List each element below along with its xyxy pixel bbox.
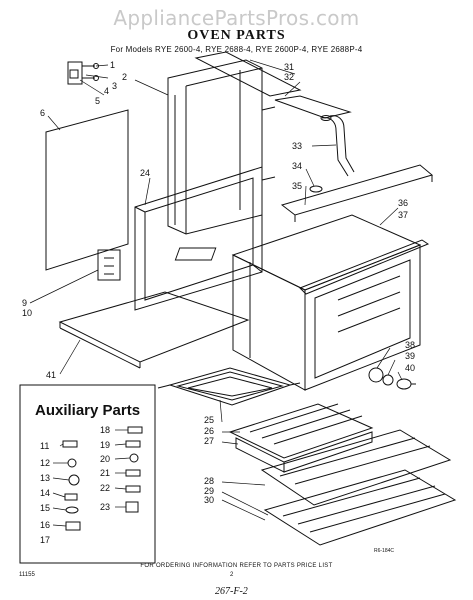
watermark: AppliancePartsPros.com bbox=[113, 6, 360, 30]
callout-26: 26 bbox=[204, 426, 214, 436]
callout-3: 3 bbox=[112, 81, 117, 91]
footer-code: 11155 bbox=[19, 572, 35, 578]
top-bracket-assembly bbox=[67, 61, 99, 85]
bake-element bbox=[157, 367, 301, 406]
callout-30: 30 bbox=[204, 495, 214, 505]
side-panel bbox=[45, 109, 129, 271]
callout-35: 35 bbox=[292, 181, 302, 191]
callout-28: 28 bbox=[204, 476, 214, 486]
callout-24: 24 bbox=[140, 168, 150, 178]
top-rails bbox=[194, 51, 352, 119]
aux-callout-16: 16 bbox=[40, 520, 50, 530]
oven-rack-lower bbox=[263, 469, 457, 546]
broiler-pan bbox=[228, 403, 374, 473]
callout-33: 33 bbox=[292, 141, 302, 151]
hinge-bracket bbox=[97, 249, 121, 281]
callout-41: 41 bbox=[46, 370, 56, 380]
callout-1: 1 bbox=[110, 60, 115, 70]
aux-callout-17: 17 bbox=[40, 535, 50, 545]
rear-panel bbox=[167, 59, 276, 235]
door-gasket bbox=[299, 239, 430, 295]
aux-callout-21: 21 bbox=[100, 468, 110, 478]
callout-6: 6 bbox=[40, 108, 45, 118]
aux-callout-19: 19 bbox=[100, 440, 110, 450]
callout-10: 10 bbox=[22, 308, 32, 318]
oven-rack-upper bbox=[260, 429, 452, 506]
callout-27: 27 bbox=[204, 436, 214, 446]
callout-25: 25 bbox=[204, 415, 214, 425]
ordering-note: FOR ORDERING INFORMATION REFER TO PARTS … bbox=[140, 563, 333, 569]
callout-9: 9 bbox=[22, 298, 27, 308]
auxiliary-parts-title: Auxiliary Parts bbox=[35, 402, 141, 419]
aux-callout-15: 15 bbox=[40, 503, 50, 513]
callout-39: 39 bbox=[405, 351, 415, 361]
callout-38: 38 bbox=[405, 340, 415, 350]
aux-callout-12: 12 bbox=[40, 458, 50, 468]
callout-37: 37 bbox=[398, 210, 408, 220]
model-subtitle: For Models RYE 2600-4, RYE 2688-4, RYE 2… bbox=[110, 45, 363, 54]
aux-callout-13: 13 bbox=[40, 473, 50, 483]
aux-callout-20: 20 bbox=[100, 454, 110, 464]
door-frame bbox=[134, 166, 263, 311]
bottom-panel bbox=[58, 291, 250, 369]
aux-callout-18: 18 bbox=[100, 425, 110, 435]
aux-callout-23: 23 bbox=[100, 502, 110, 512]
callout-5: 5 bbox=[95, 96, 100, 106]
drawing-code: R6-184C bbox=[374, 548, 395, 554]
callout-34: 34 bbox=[292, 161, 302, 171]
page-number: 2 bbox=[230, 572, 234, 578]
aux-callout-22: 22 bbox=[100, 483, 110, 493]
callout-40: 40 bbox=[405, 363, 415, 373]
grommet bbox=[309, 185, 323, 193]
handwritten-note: 267-F-2 bbox=[215, 586, 248, 597]
callout-31: 31 bbox=[284, 62, 294, 72]
callout-29: 29 bbox=[204, 486, 214, 496]
oven-cavity bbox=[174, 214, 422, 391]
callout-36: 36 bbox=[398, 198, 408, 208]
aux-callout-14: 14 bbox=[40, 488, 50, 498]
callout-32: 32 bbox=[284, 72, 294, 82]
callout-2: 2 bbox=[122, 72, 127, 82]
callout-labels: 1 2 3 4 5 6 9 10 24 31 32 33 34 35 36 37… bbox=[22, 60, 415, 545]
top-support-rail bbox=[280, 164, 434, 222]
callout-4: 4 bbox=[104, 86, 109, 96]
vent-tube bbox=[320, 115, 355, 177]
auxiliary-parts-box bbox=[19, 384, 156, 564]
aux-callout-11: 11 bbox=[40, 441, 49, 451]
diagram-title: OVEN PARTS bbox=[187, 28, 286, 43]
leader-lines bbox=[29, 59, 403, 527]
